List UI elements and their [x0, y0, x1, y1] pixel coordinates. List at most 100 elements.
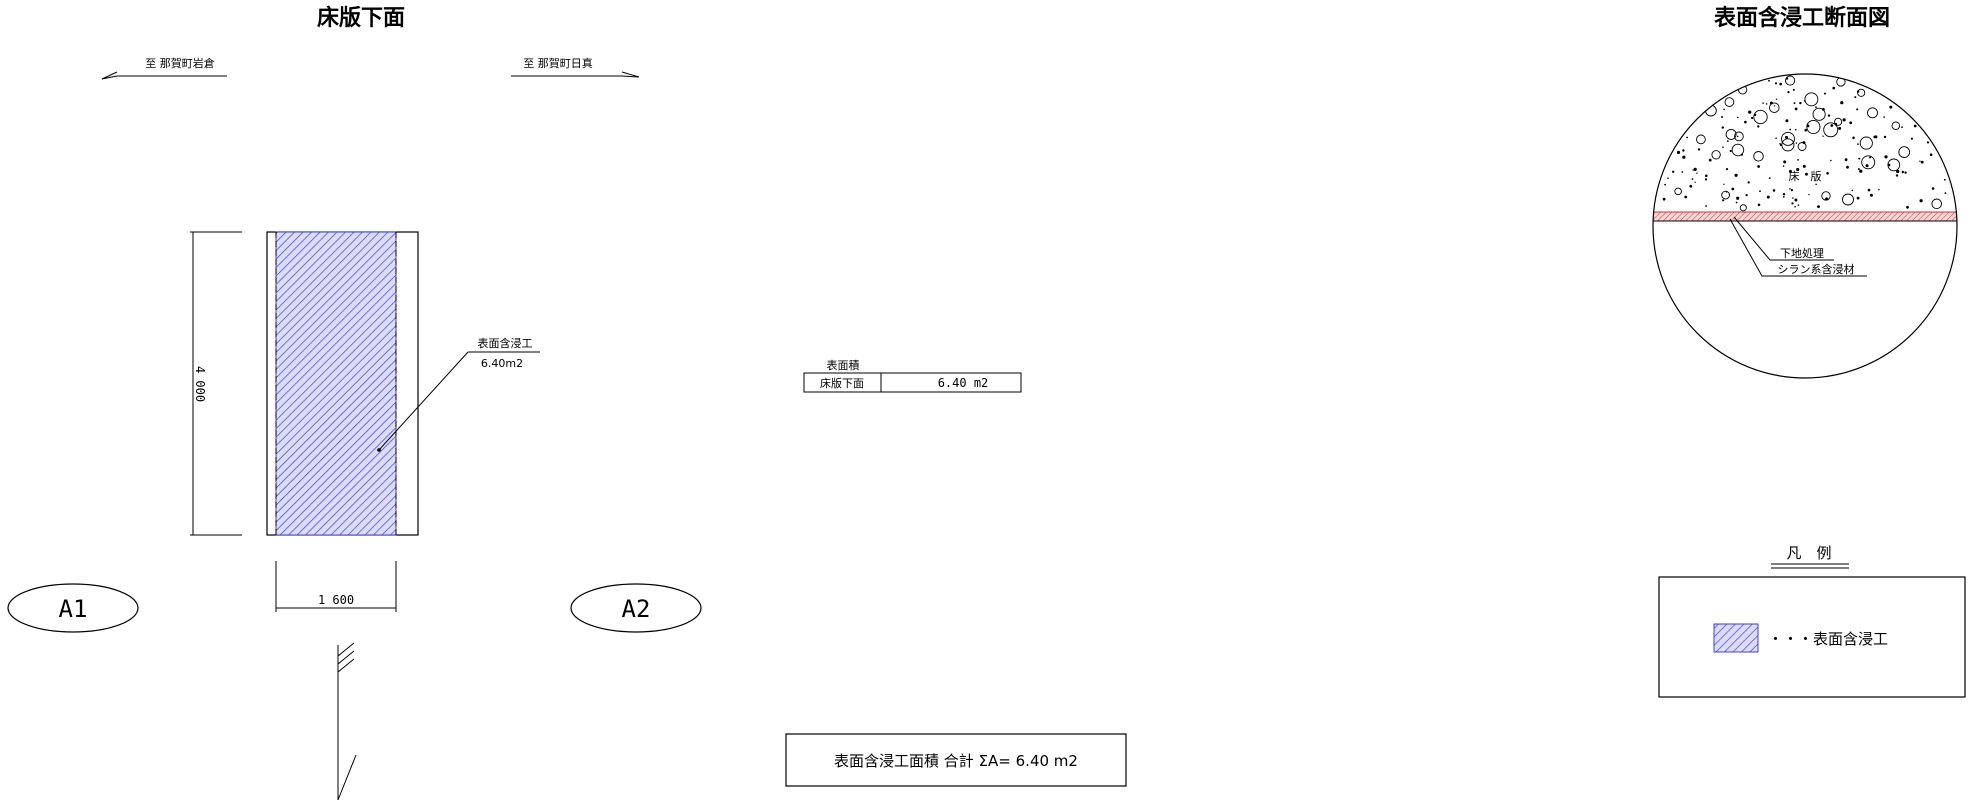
aggregate-particle [1794, 205, 1796, 208]
aggregate-particle [1838, 126, 1842, 130]
aggregate-particle [1731, 143, 1745, 157]
aggregate-particle [1782, 193, 1786, 196]
concrete-aggregate [1662, 75, 1947, 212]
aggregate-particle [1664, 183, 1666, 186]
aggregate-particle [1884, 155, 1888, 159]
aggregate-particle [1790, 189, 1793, 192]
aggregate-particle [1802, 141, 1806, 145]
aggregate-particle [1931, 198, 1942, 210]
aggregate-particle [1789, 128, 1792, 131]
aggregate-particle [1781, 131, 1795, 146]
aggregate-particle [1919, 160, 1921, 162]
width-dimension: 1 600 [275, 561, 397, 612]
aggregate-particle [1852, 136, 1855, 140]
aggregate-particle [1898, 146, 1911, 158]
aggregate-particle [1721, 190, 1730, 200]
aggregate-particle [1711, 150, 1721, 160]
plan-callout-value: 6.40m2 [481, 357, 523, 370]
aggregate-particle [1766, 195, 1770, 199]
aggregate-particle [1736, 135, 1739, 138]
aggregate-particle [1691, 178, 1694, 180]
direction-right-arrow [511, 71, 640, 78]
aggregate-particle [1737, 116, 1739, 119]
aggregate-particle [1736, 196, 1740, 200]
aggregate-particle [1883, 116, 1885, 118]
aggregate-particle [1830, 124, 1834, 127]
aggregate-particle [1753, 109, 1768, 125]
aggregate-particle [1796, 167, 1800, 172]
aggregate-particle [1806, 124, 1810, 128]
aggregate-particle [1808, 194, 1810, 196]
aggregate-particle [1787, 91, 1790, 94]
total-label: 表面含浸工面積 合計 ΣA= 6.40 m2 [834, 752, 1078, 770]
aggregate-particle [1725, 168, 1729, 171]
aggregate-particle [1676, 150, 1681, 154]
aggregate-particle [1745, 194, 1748, 197]
aggregate-particle [1774, 82, 1778, 85]
aggregate-particle [1735, 201, 1738, 204]
aggregate-particle [1696, 134, 1706, 145]
aggregate-particle [1772, 189, 1776, 192]
aggregate-particle [1792, 197, 1794, 199]
aggregate-particle [1849, 121, 1853, 125]
aggregate-particle [1781, 138, 1795, 152]
aggregate-particle [1779, 82, 1782, 86]
aggregate-particle [1830, 159, 1832, 162]
aggregate-particle [1721, 116, 1723, 118]
abutment-a1: A1 [7, 583, 139, 633]
direction-left-arrow [101, 71, 227, 80]
aggregate-particle [1708, 158, 1712, 162]
aggregate-particle [1744, 120, 1747, 124]
aggregate-particle [1889, 105, 1893, 109]
aggregate-particle [1751, 116, 1754, 120]
aggregate-particle [1797, 142, 1807, 151]
aggregate-particle [1797, 204, 1800, 206]
plan-callout: 表面含浸工 6.40m2 [377, 336, 540, 452]
aggregate-particle [1682, 149, 1685, 152]
aggregate-particle [1913, 124, 1917, 128]
aggregate-particle [1802, 164, 1806, 168]
legend-item: ・・・表面含浸工 [1768, 630, 1888, 648]
aggregate-particle [1779, 143, 1781, 145]
aggregate-particle [1823, 122, 1839, 138]
aggregate-particle [1832, 86, 1835, 90]
area-table-row-label: 床版下面 [820, 376, 864, 390]
abutment-a2: A2 [570, 583, 702, 633]
aggregate-particle [1859, 136, 1873, 150]
aggregate-particle [1785, 119, 1789, 123]
aggregate-particle [1731, 187, 1735, 191]
height-dimension: 4 000 [190, 231, 242, 536]
aggregate-particle [1869, 193, 1873, 197]
aggregate-particle [1769, 102, 1780, 113]
aggregate-particle [1823, 92, 1826, 95]
aggregate-particle [1692, 169, 1694, 171]
aggregate-particle [1827, 114, 1831, 117]
aggregate-particle [1878, 188, 1880, 191]
aggregate-particle [1920, 160, 1924, 164]
aggregate-particle [1865, 164, 1868, 167]
aggregate-particle [1931, 187, 1935, 190]
aggregate-particle [1910, 137, 1913, 140]
aggregate-particle [1901, 126, 1903, 128]
area-table-header: 表面積 [827, 358, 860, 372]
aggregate-particle [1859, 169, 1863, 173]
aggregate-particle [1674, 187, 1682, 196]
aggregate-particle [1815, 106, 1817, 108]
aggregate-particle [1840, 101, 1844, 105]
aggregate-particle [1906, 205, 1909, 209]
aggregate-particle [1704, 178, 1708, 181]
aggregate-particle [1857, 88, 1866, 97]
aggregate-particle [1795, 128, 1797, 131]
aggregate-particle [1726, 140, 1729, 143]
aggregate-particle [1768, 79, 1770, 82]
aggregate-particle [1825, 197, 1829, 201]
aggregate-particle [1705, 174, 1708, 178]
aggregate-particle [1842, 193, 1854, 206]
aggregate-particle [1725, 128, 1737, 140]
aggregate-particle [1724, 97, 1735, 107]
section-title: 表面含浸工断面図 [1714, 5, 1890, 31]
leader-silane: シラン系含浸材 [1778, 262, 1855, 276]
north-mark [337, 642, 357, 801]
slab-label: 床 版 [1789, 169, 1822, 183]
aggregate-particle [1705, 205, 1707, 207]
